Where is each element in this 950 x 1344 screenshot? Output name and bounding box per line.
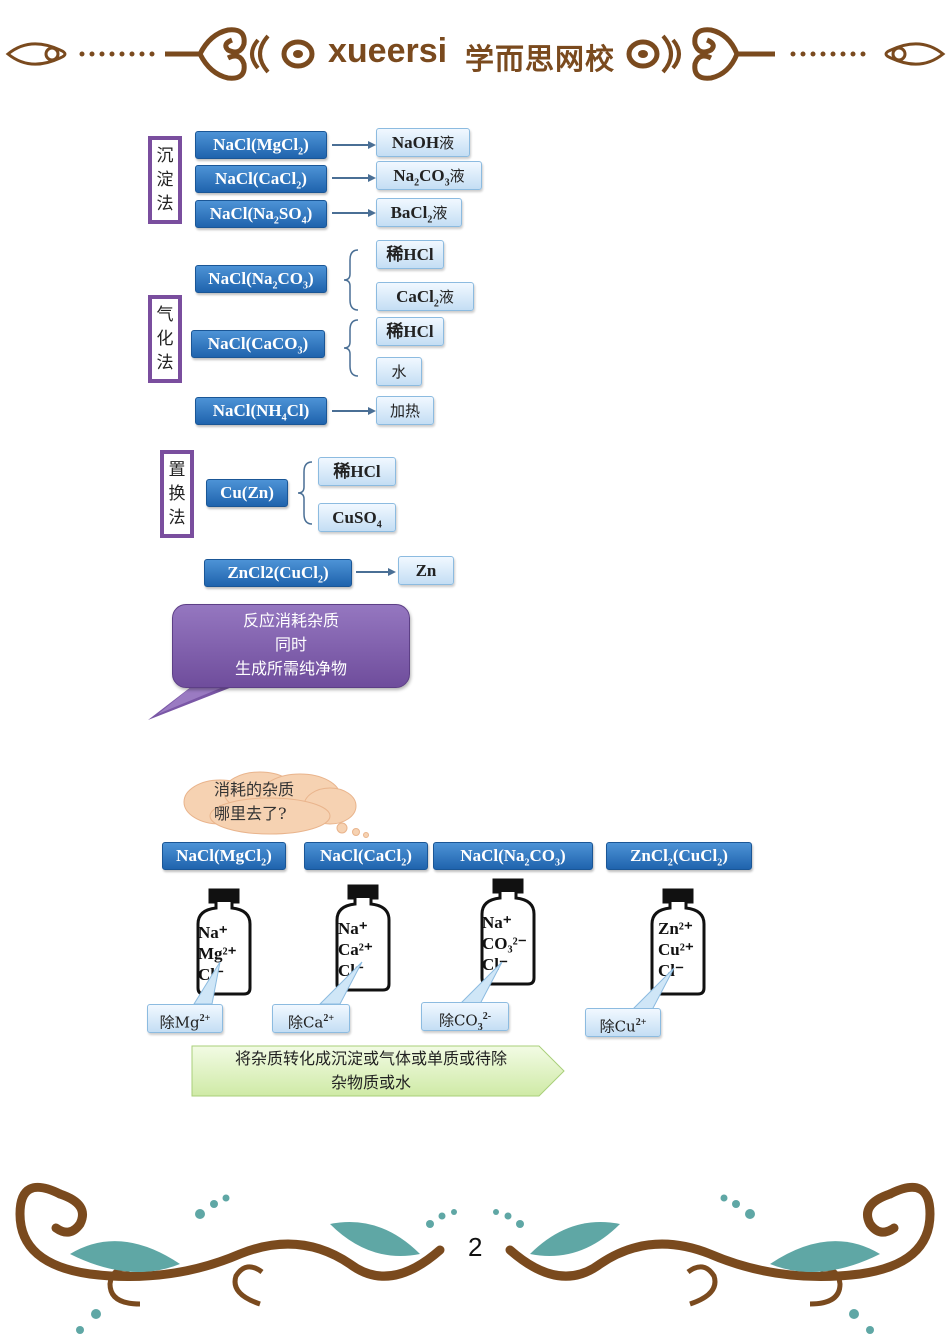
arrow-icon [332,141,376,149]
header-ornament-right-icon [626,27,946,81]
reagent-box-naoh: NaOH液 [376,128,470,157]
remove-label-mg: 除Mg2+ [147,1004,223,1033]
brace-icon [297,461,313,525]
impure-box-nacl-cacl2: NaCl(CaCl2) [195,165,327,193]
reagent-box-na2co3: Na2CO3液 [376,161,482,190]
option-box-dilute-hcl: 稀HCl [318,457,396,486]
bottle-title-2: NaCl(CaCl2) [304,842,428,870]
remove-label-co3: 除CO32- [421,1002,509,1033]
callout-line: 生成所需纯净物 [234,659,347,678]
callout-bubble: 反应消耗杂质 同时 生成所需纯净物 [172,604,410,688]
option-box-dilute-hcl: 稀HCl [376,317,444,346]
impure-box-nacl-nh4cl: NaCl(NH4Cl) [195,397,327,425]
arrow-icon [332,174,376,182]
arrow-icon [356,568,396,576]
brand-en: xueersi [328,32,448,70]
reagent-box-heat: 加热 [376,396,434,425]
brace-icon [343,319,359,377]
impure-box-zncl2-cucl2: ZnCl2(CuCl2) [204,559,352,587]
bottle-icon [335,884,391,992]
ion-list: Na⁺CO₃²⁻Cl⁻ [482,913,527,974]
summary-arrow-shape-icon [191,1045,565,1097]
bottle-icon [480,878,536,986]
remove-label-cu: 除Cu2+ [585,1008,661,1037]
impure-box-nacl-caco3: NaCl(CaCO3) [191,330,325,358]
reagent-box-zn: Zn [398,556,454,585]
option-box-cuso4: CuSO4 [318,503,396,532]
arrow-icon [332,209,376,217]
bottle-title-3: NaCl(Na2CO3) [433,842,593,870]
bottle-title-4: ZnCl2(CuCl2) [606,842,752,870]
summary-text: 将杂质转化成沉淀或气体或单质或待除 杂物质或水 [234,1049,507,1092]
section-label-precipitation: 沉淀法 [148,136,182,224]
section-label-displacement: 置换法 [160,450,194,538]
callout-tail-icon [148,680,250,720]
reagent-box-bacl2: BaCl2液 [376,198,462,227]
remove-label-ca: 除Ca2+ [272,1004,350,1033]
impure-box-nacl-mgcl2: NaCl(MgCl2) [195,131,327,159]
brace-icon [343,249,359,311]
bottle-icon [196,888,252,996]
callout-line: 同时 [274,635,307,654]
footer-ornament-icon [15,1182,935,1334]
option-box-water: 水 [376,357,422,386]
callout-line: 反应消耗杂质 [242,611,339,630]
page-number: 2 [468,1232,483,1262]
thought-cloud-icon [183,771,369,838]
brand-cn: 学而思网校 [465,42,616,76]
impure-box-nacl-na2co3: NaCl(Na2CO3) [195,265,327,293]
option-box-cacl2: CaCl2液 [376,282,474,311]
section-label-gasification: 气化法 [148,295,182,383]
impure-box-nacl-na2so4: NaCl(Na2SO4) [195,200,327,228]
arrow-icon [332,407,376,415]
bottle-icon [650,888,706,996]
ion-list: Na⁺Ca²⁺Cl⁻ [338,919,373,980]
header-banner: xueersi 学而思网校 [0,14,950,94]
option-box-dilute-hcl: 稀HCl [376,240,444,269]
header-ornament-left-icon [5,27,315,81]
thought-cloud-text: 消耗的杂质 哪里去了? [214,780,295,823]
ion-list: Zn²⁺Cu²⁺Cl⁻ [658,919,694,980]
bottle-title-1: NaCl(MgCl2) [162,842,286,870]
impure-box-cu-zn: Cu(Zn) [206,479,288,507]
